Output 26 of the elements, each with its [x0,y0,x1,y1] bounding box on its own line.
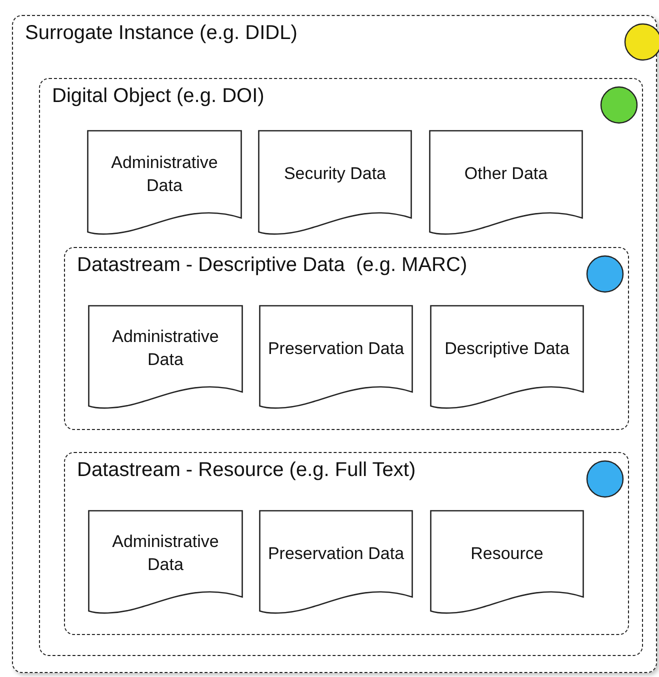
document-shape [429,130,583,236]
document-shape [430,510,584,615]
document-label: Resource [470,542,544,565]
document-label: Preservation Data [266,338,406,360]
container-box [39,78,643,656]
container-title: Datastream - Resource (e.g. Full Text) [77,459,416,482]
document-shape [259,305,413,410]
container-box [12,15,657,673]
container-box [64,247,629,430]
document-label: Security Data [282,163,388,186]
document-label: Administrative Data [110,152,219,197]
document-label: Administrative Data [111,531,220,576]
document-label: Descriptive Data [444,338,570,360]
container-title: Digital Object (e.g. DOI) [52,85,264,108]
container-title: Datastream - Descriptive Data (e.g. MARC) [77,254,468,277]
document-shape [88,510,243,615]
document-shape [430,305,584,410]
document-shape [259,510,413,615]
document-label: Preservation Data [266,542,406,565]
container-title: Surrogate Instance (e.g. DIDL) [25,22,298,45]
container-box [64,452,629,635]
document-shape [87,130,242,236]
document-shape [88,305,243,410]
document-label: Other Data [463,163,549,186]
document-shape [258,130,412,236]
document-label: Administrative Data [111,326,220,372]
